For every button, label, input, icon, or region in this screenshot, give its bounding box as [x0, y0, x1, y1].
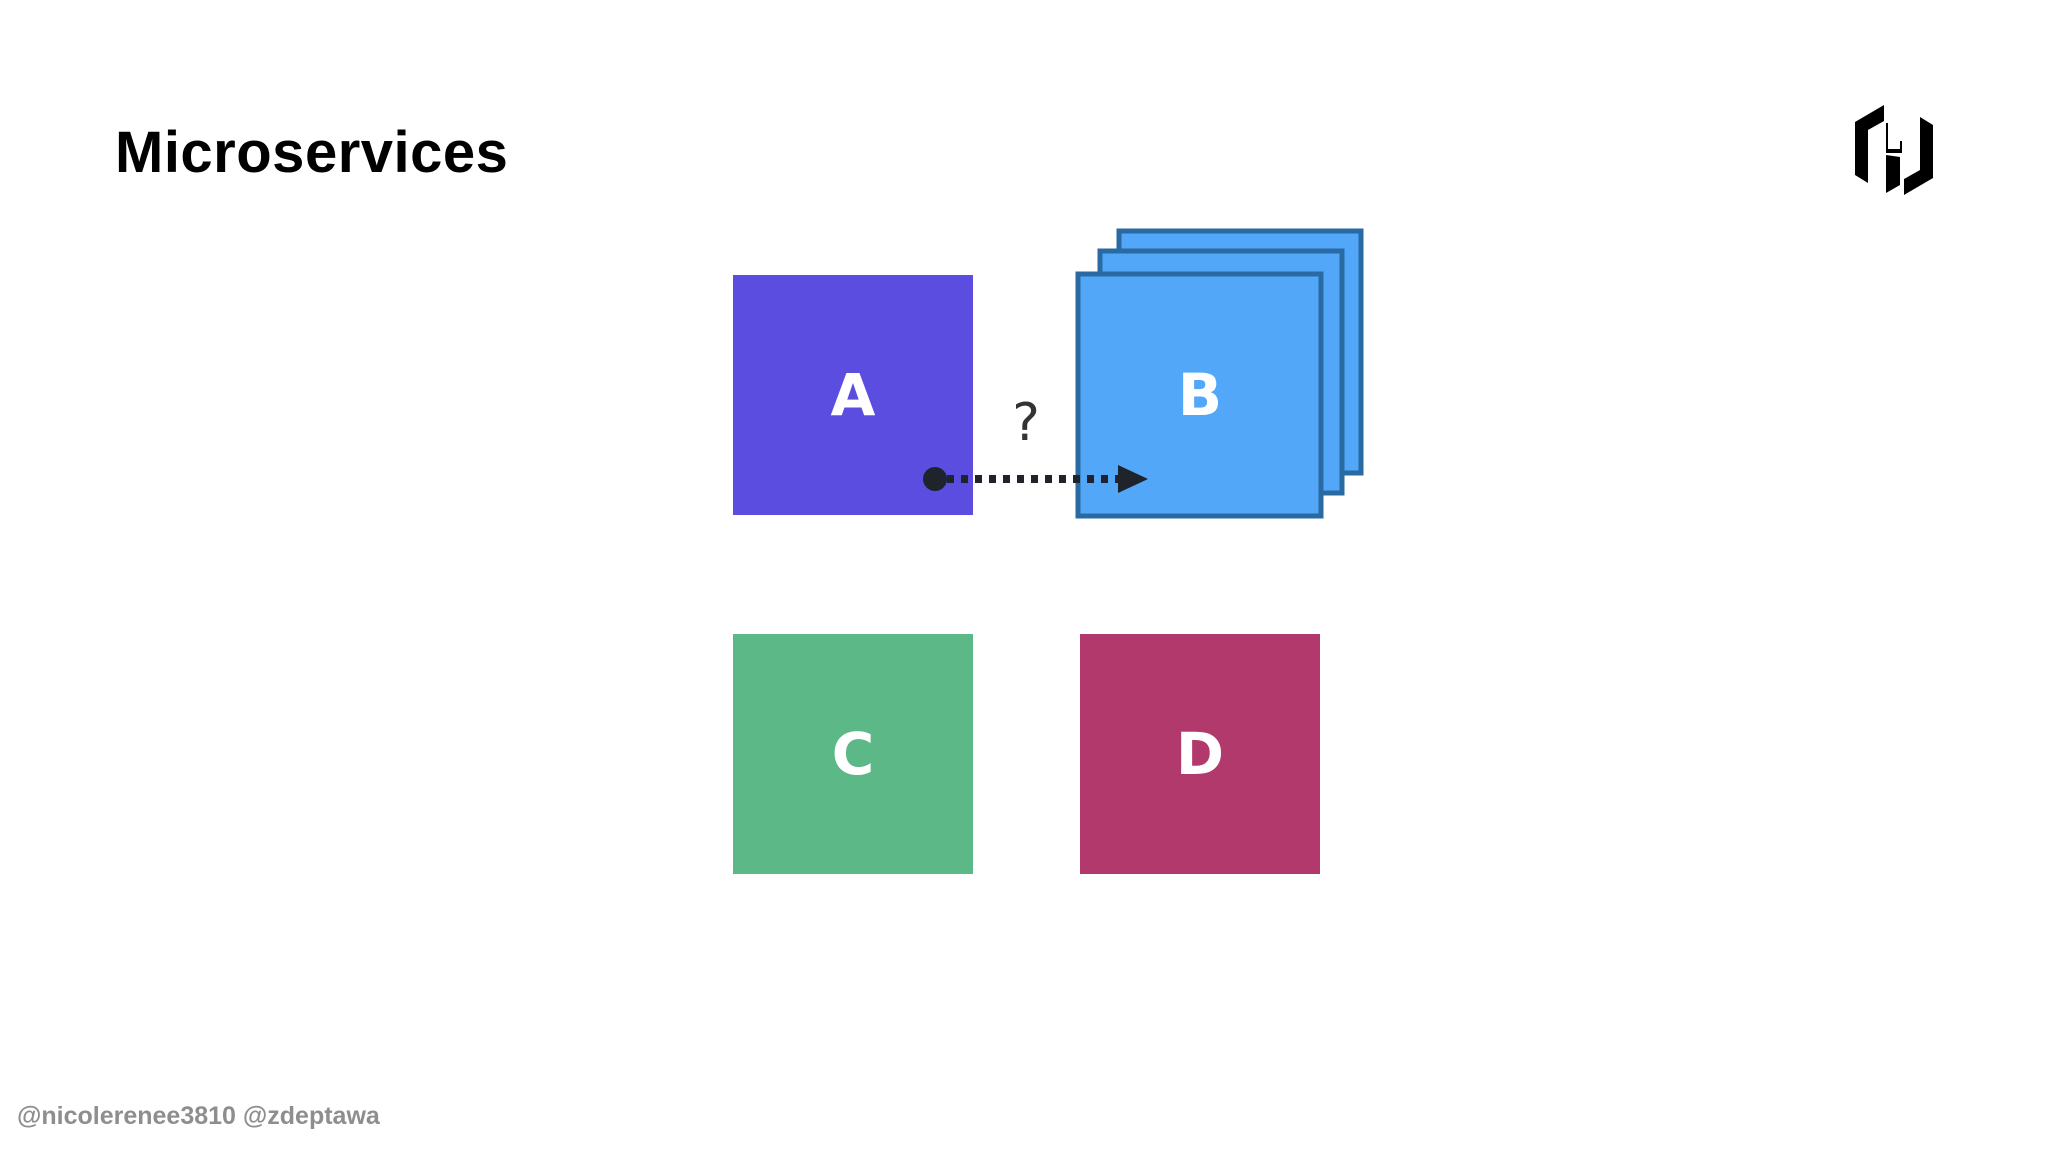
service-a: A [733, 275, 973, 515]
connection-arrowhead [1118, 465, 1148, 493]
connection-a-to-b: ? [923, 393, 1148, 493]
footer-handles: @nicolerenee3810 @zdeptawa [17, 1102, 380, 1130]
service-c: C [733, 634, 973, 874]
service-c-label: C [832, 720, 875, 788]
connection-start-dot [923, 467, 947, 491]
slide-title: Microservices [115, 120, 509, 185]
hashicorp-logo-icon [1855, 105, 1933, 195]
connection-label: ? [1012, 393, 1040, 453]
service-d-box [1080, 634, 1320, 874]
service-d-label: D [1176, 720, 1224, 788]
service-d: D [1080, 634, 1320, 874]
service-a-label: A [831, 361, 876, 429]
service-c-box [733, 634, 973, 874]
service-b-label: B [1178, 361, 1222, 429]
